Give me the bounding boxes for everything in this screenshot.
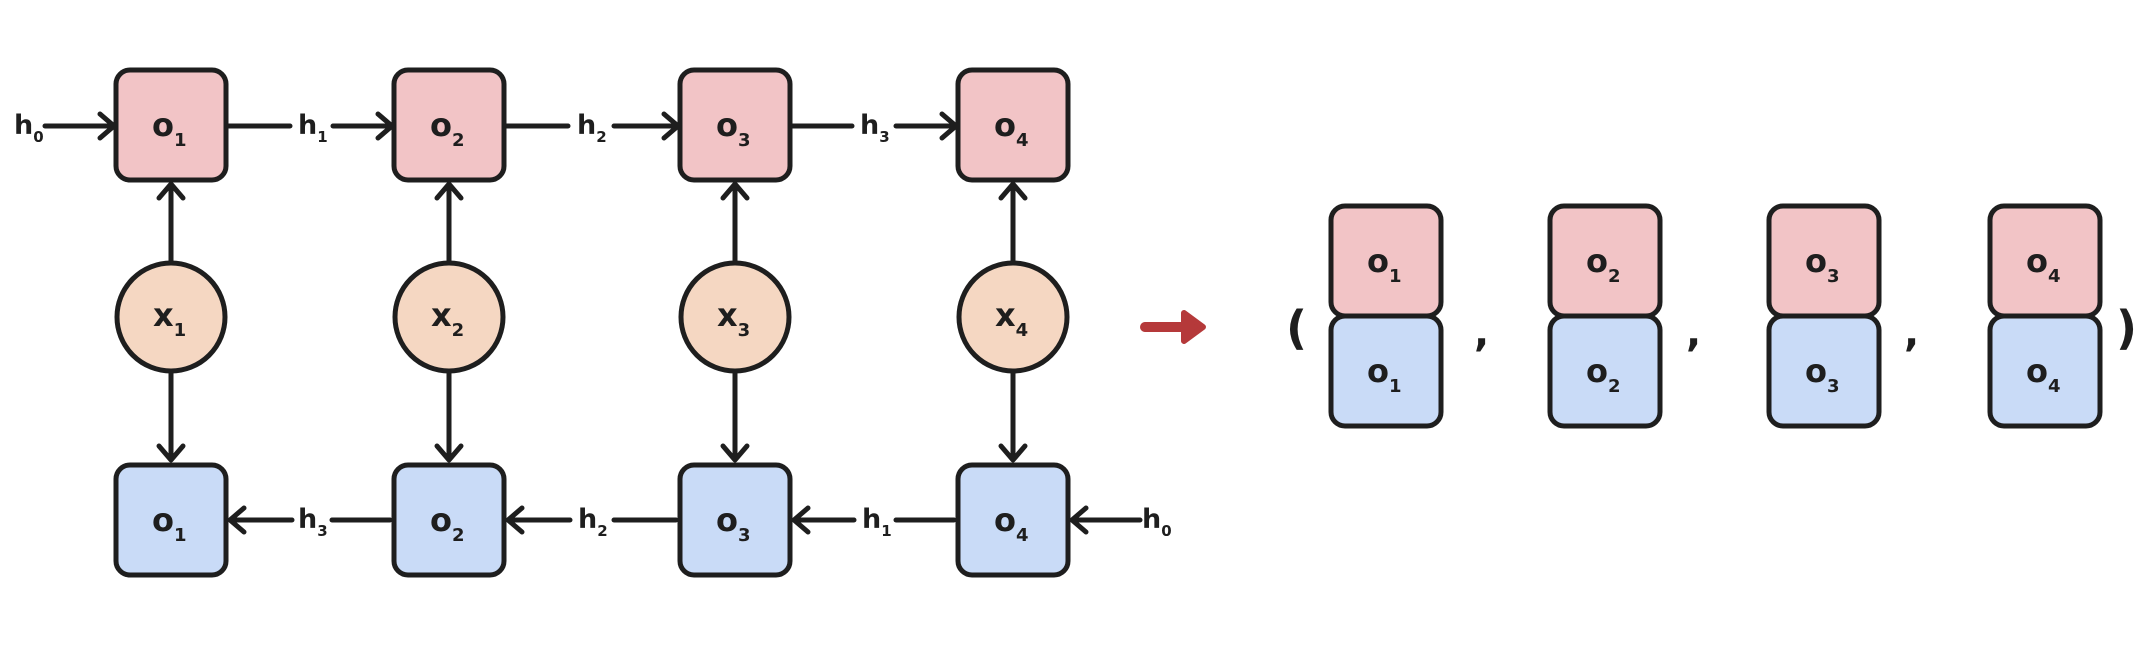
result-forward-label-4: o4 (2026, 242, 2061, 287)
forward-output-label-2: o2 (430, 106, 465, 151)
input-label-4: x4 (995, 296, 1028, 341)
result-pair-4 (1987, 203, 2103, 429)
arrowhead (998, 181, 1028, 201)
input-label-1: x1 (153, 296, 186, 341)
hidden-label-fwd-0: h0 (14, 110, 44, 146)
input-node-2 (392, 260, 506, 374)
result-forward-label-3: o3 (1805, 242, 1840, 287)
forward-output-box-3 (677, 67, 793, 183)
vertical-arrows (156, 181, 1028, 463)
result-backward-label-3: o3 (1805, 352, 1840, 397)
backward-output-box-4 (955, 462, 1071, 578)
result-pair-3 (1766, 203, 1882, 429)
forward-output-label-1: o1 (152, 106, 187, 151)
input-nodes (114, 260, 1070, 374)
backward-output-label-2: o2 (430, 501, 465, 546)
arrowhead (434, 181, 464, 201)
arrowhead (156, 181, 186, 201)
backward-output-label-1: o1 (152, 501, 187, 546)
arrowhead (720, 181, 750, 201)
result-pair-1 (1328, 203, 1444, 429)
input-node-4 (956, 260, 1070, 374)
backward-output-boxes (113, 462, 1071, 578)
hidden-label-bwd-2: h2 (578, 504, 608, 540)
backward-output-box-1 (113, 462, 229, 578)
hidden-label-bwd-3: h3 (298, 504, 328, 540)
comma-separator-1: , (1474, 310, 1489, 356)
close-paren: ) (2116, 301, 2137, 355)
result-backward-box-4 (1987, 313, 2103, 429)
result-forward-label-1: o1 (1367, 242, 1402, 287)
arrowhead (998, 443, 1028, 463)
result-backward-box-2 (1547, 313, 1663, 429)
result-backward-label-4: o4 (2026, 352, 2061, 397)
arrowhead (791, 505, 811, 535)
hidden-label-fwd-1: h1 (298, 110, 328, 146)
hidden-label-fwd-2: h2 (577, 110, 607, 146)
input-node-3 (678, 260, 792, 374)
input-label-3: x3 (717, 296, 750, 341)
comma-separator-2: , (1686, 310, 1701, 356)
input-label-2: x2 (431, 296, 464, 341)
result-backward-label-1: o1 (1367, 352, 1402, 397)
forward-output-label-3: o3 (716, 106, 751, 151)
arrowhead (156, 443, 186, 463)
backward-output-label-3: o3 (716, 501, 751, 546)
arrowhead (720, 443, 750, 463)
result-backward-box-3 (1766, 313, 1882, 429)
open-paren: ( (1286, 301, 1307, 355)
hidden-label-fwd-3: h3 (860, 110, 890, 146)
result-pair-2 (1547, 203, 1663, 429)
forward-output-box-1 (113, 67, 229, 183)
hidden-label-bwd-1: h1 (862, 504, 892, 540)
arrowhead (1069, 505, 1089, 535)
result-forward-label-2: o2 (1586, 242, 1621, 287)
forward-output-box-2 (391, 67, 507, 183)
result-backward-box-1 (1328, 313, 1444, 429)
forward-output-label-4: o4 (994, 106, 1029, 151)
backward-output-label-4: o4 (994, 501, 1029, 546)
forward-output-box-4 (955, 67, 1071, 183)
arrowhead (505, 505, 525, 535)
arrowhead (434, 443, 464, 463)
hidden-label-bwd-0: h0 (1142, 504, 1172, 540)
backward-output-box-2 (391, 462, 507, 578)
result-backward-label-2: o2 (1586, 352, 1621, 397)
transform-arrow-icon (1140, 310, 1206, 344)
forward-output-boxes (113, 67, 1071, 183)
input-node-1 (114, 260, 228, 374)
backward-output-box-3 (677, 462, 793, 578)
backward-hidden-chain (227, 505, 1143, 535)
arrowhead (227, 505, 247, 535)
comma-separator-3: , (1904, 310, 1919, 356)
